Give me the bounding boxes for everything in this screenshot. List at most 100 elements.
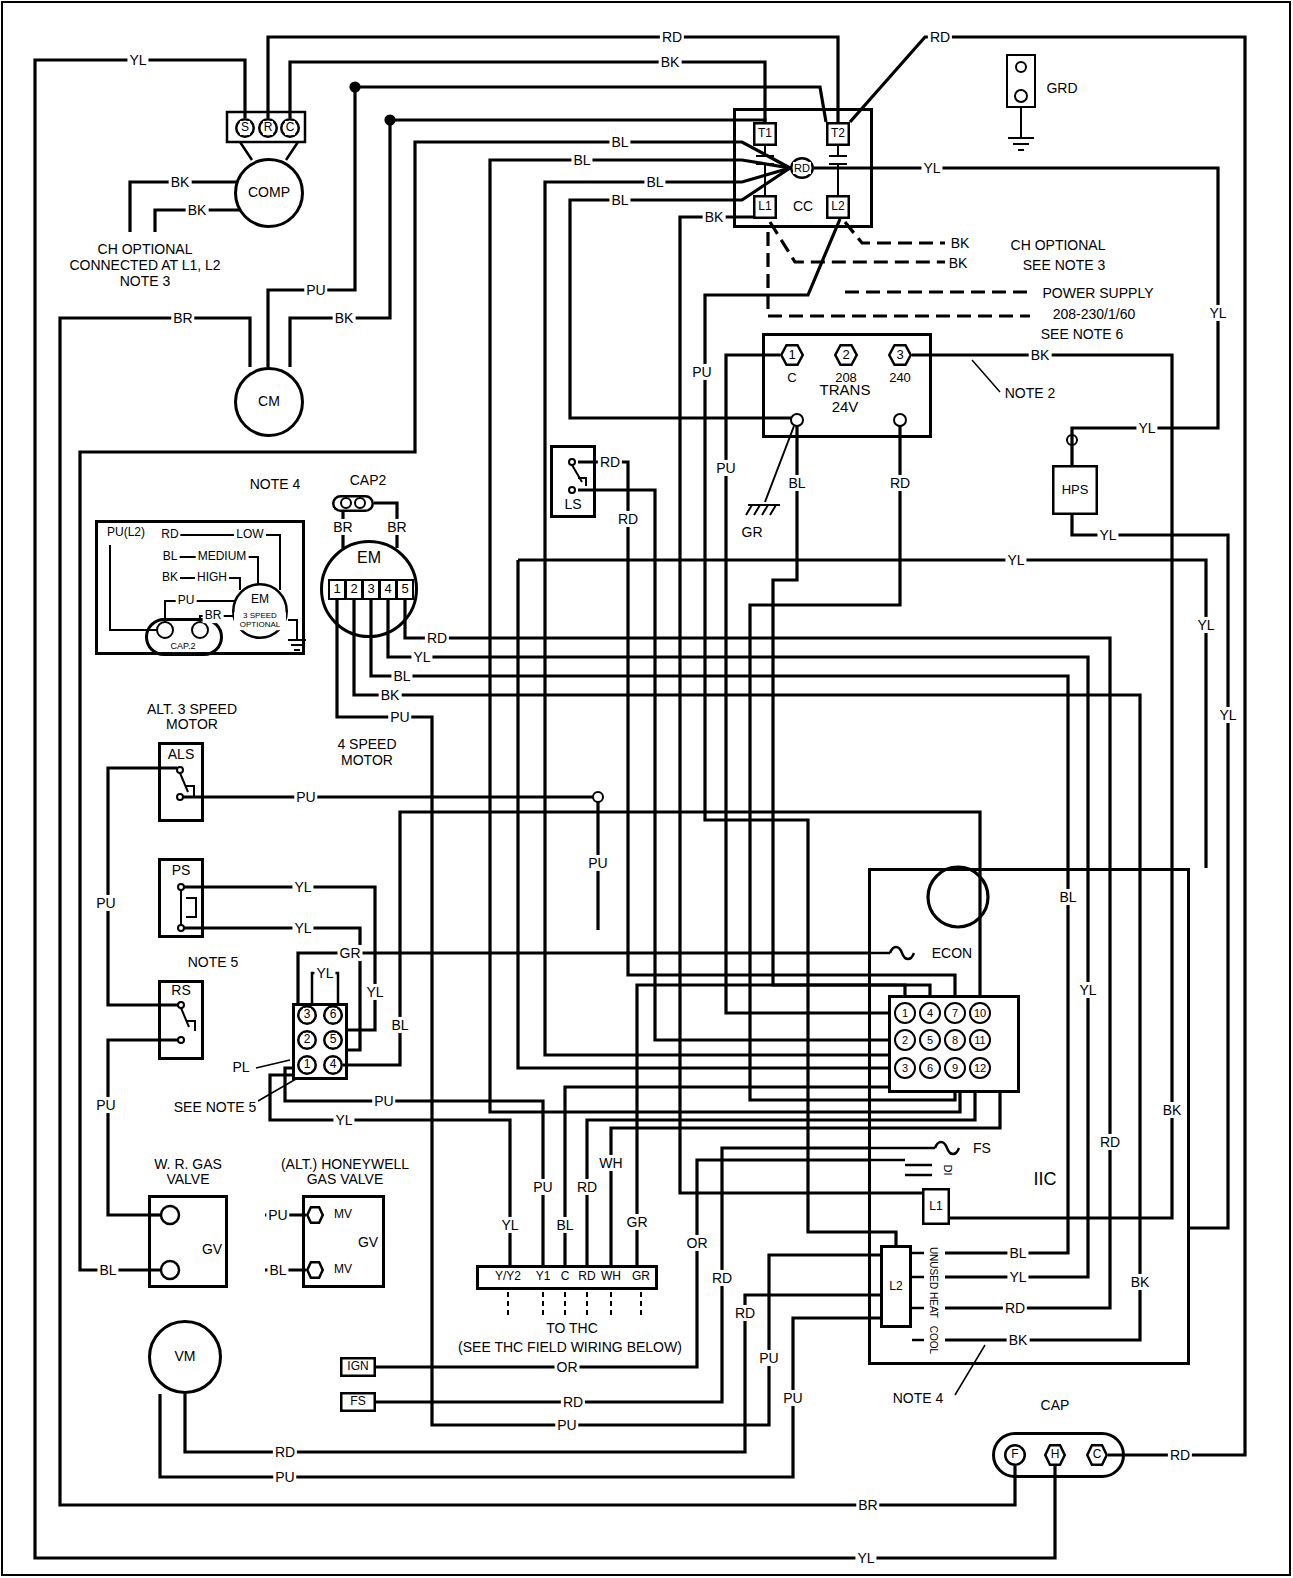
- note-text: NOTE 5: [186, 954, 241, 970]
- terminal: 1C: [780, 344, 804, 366]
- outline-stroke: [341, 1393, 375, 1411]
- node-text: CC: [792, 199, 814, 214]
- node-text: Y1: [535, 1270, 552, 1283]
- vent-motor: VM: [148, 1320, 222, 1394]
- wire-line: [181, 890, 196, 925]
- wire-line: [346, 580, 362, 599]
- wire-label: 2: [348, 582, 359, 597]
- wire-label: YL: [314, 965, 335, 981]
- wire-label: BL: [1057, 889, 1078, 905]
- node-text: 10: [973, 1007, 987, 1019]
- node-text: 8: [951, 1034, 959, 1046]
- terminal: T1: [753, 122, 777, 146]
- node-text: R: [263, 121, 274, 134]
- wire: [204, 887, 375, 1030]
- wire-label: YL: [1195, 617, 1216, 633]
- wire-label: YL: [855, 1550, 876, 1566]
- wire-line: [312, 973, 338, 1006]
- outline-stroke: [160, 982, 203, 1059]
- node-text: 6: [329, 1008, 338, 1021]
- wire-line: [750, 426, 955, 1100]
- wire-label: PU: [94, 895, 117, 911]
- node-text: 2: [901, 1034, 909, 1046]
- wire-line: [161, 1261, 179, 1279]
- wire-line: [371, 599, 1068, 1253]
- wire-label: PU: [388, 709, 411, 725]
- node-text: VM: [174, 1349, 197, 1364]
- node-text: LS: [563, 497, 582, 512]
- wire-line: [80, 142, 790, 1270]
- node-text: HPS: [1061, 483, 1090, 497]
- wire-line: [508, 1292, 641, 1316]
- contactor: CCT1T2RDL1L2: [733, 108, 873, 228]
- wire-label: PU: [273, 1469, 296, 1485]
- wire: [290, 62, 765, 122]
- wire-label: PU: [781, 1390, 804, 1406]
- wire-line: [768, 222, 1030, 316]
- terminal: L1: [753, 195, 777, 219]
- node-text: IGN: [346, 1360, 369, 1373]
- node-text: GR: [631, 1270, 651, 1283]
- wire-line: [945, 1058, 965, 1078]
- node-text: F: [1010, 1448, 1019, 1461]
- blower-motor: EM: [320, 540, 418, 638]
- outline: [332, 495, 374, 512]
- wire-line: [354, 599, 1140, 1340]
- wire-label: BL: [609, 134, 630, 150]
- wire-line: [178, 884, 184, 890]
- outline-stroke: [236, 160, 303, 227]
- wire-label: YL: [333, 1112, 354, 1128]
- wire-label: PU: [690, 364, 713, 380]
- capacitor: CAP.2: [145, 618, 223, 656]
- node-text: W. R. GAS VALVE: [132, 1157, 244, 1188]
- wire-line: [972, 360, 1000, 392]
- wire-line: [970, 1058, 990, 1078]
- node-text: 11: [973, 1034, 986, 1046]
- outline-stroke: [97, 522, 304, 654]
- outline-stroke: [304, 1197, 384, 1287]
- wire-label: 3: [365, 582, 376, 597]
- outline-stroke: [754, 123, 776, 145]
- wire-line: [341, 498, 351, 508]
- wire-label: YL: [499, 1217, 520, 1233]
- wire-label: RD: [733, 1305, 757, 1321]
- wire-line: [593, 792, 603, 802]
- pin: 2: [297, 1030, 317, 1050]
- node-text: 3: [901, 1062, 909, 1074]
- wire-label: MEDIUM: [196, 550, 249, 564]
- wire-label: BR: [331, 519, 354, 535]
- compressor: COMP: [234, 158, 304, 228]
- outline-stroke: [294, 1005, 347, 1079]
- note-text: NOTE 2: [1003, 385, 1058, 401]
- wire-label: DI: [942, 1163, 955, 1178]
- wire-line: [388, 599, 1088, 1277]
- node-text: EM: [250, 593, 270, 606]
- node-text: MV: [333, 1263, 353, 1276]
- note-text: CH OPTIONAL: [1009, 237, 1108, 253]
- node-text: GV: [201, 1242, 223, 1257]
- note-text: SEE NOTE 5: [172, 1099, 258, 1115]
- wire-label: PU: [372, 1093, 395, 1109]
- wire-line: [130, 182, 240, 232]
- terminal: L2: [880, 1245, 912, 1328]
- wire-line: [928, 867, 988, 927]
- terminal: FS: [340, 1392, 376, 1412]
- outline-stroke: [870, 870, 1189, 1364]
- wire-label: PU: [294, 789, 317, 805]
- node-text: CAP2: [349, 473, 388, 488]
- node-text: 1: [901, 1007, 909, 1019]
- outline-stroke: [889, 345, 911, 365]
- terminal: T2: [826, 122, 850, 146]
- condenser-motor: CM: [234, 367, 304, 437]
- outline-stroke: [147, 620, 222, 655]
- wire-line: [181, 1008, 195, 1031]
- outline: [868, 868, 1190, 1365]
- wire-label: BK: [1007, 1332, 1030, 1348]
- node-text: S: [240, 121, 250, 134]
- outline-stroke: [781, 345, 803, 365]
- wire-label: YL: [1007, 1269, 1028, 1285]
- wire-label: YL: [292, 920, 313, 936]
- node-text: RD: [577, 1270, 596, 1283]
- wire-label: 1: [331, 582, 342, 597]
